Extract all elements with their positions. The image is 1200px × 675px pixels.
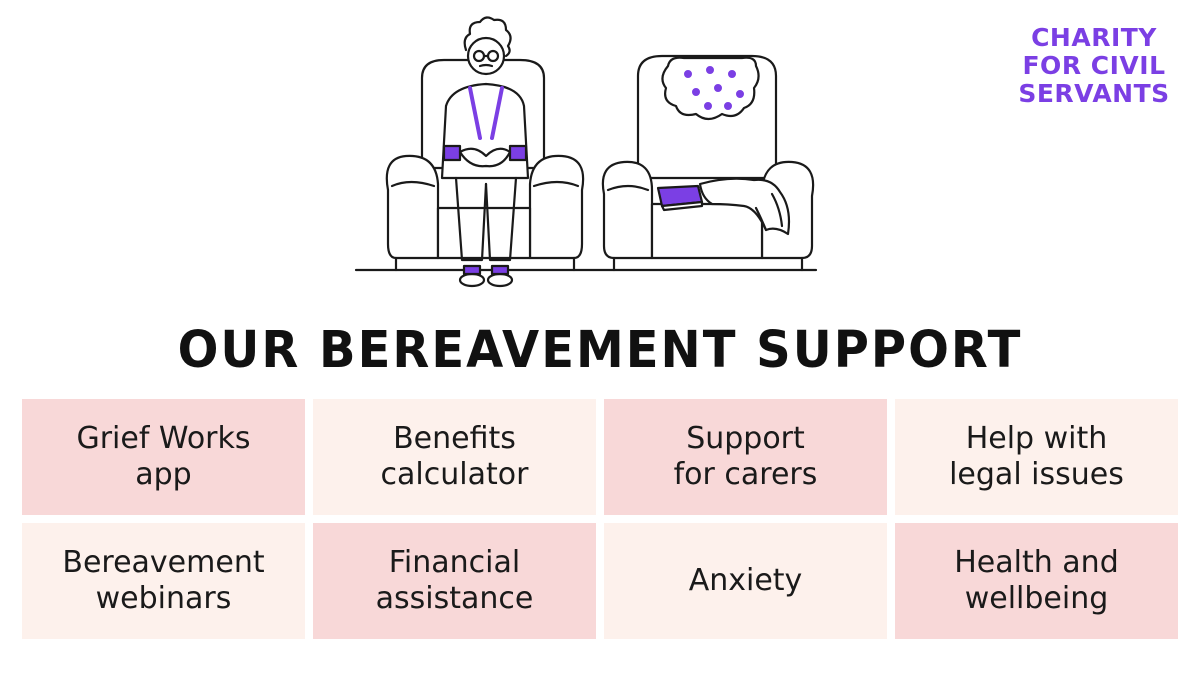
page-title: OUR BEREAVEMENT SUPPORT	[177, 320, 1023, 380]
tile-label-line: Support	[686, 421, 805, 456]
logo-line-3: SERVANTS	[1018, 79, 1170, 108]
tile-benefits-calculator[interactable]: Benefits calculator	[313, 399, 596, 515]
tile-grief-works-app[interactable]: Grief Works app	[22, 399, 305, 515]
tile-label-line: Bereavement	[62, 545, 265, 580]
tile-label-line: assistance	[375, 581, 534, 616]
tile-label-line: Health and	[954, 545, 1119, 580]
tile-label-line: Anxiety	[688, 563, 803, 598]
tile-label-line: wellbeing	[964, 581, 1109, 616]
tile-anxiety[interactable]: Anxiety	[604, 523, 887, 639]
tile-label-line: Grief Works	[76, 421, 251, 456]
tile-label-line: Financial	[388, 545, 521, 580]
tile-support-for-carers[interactable]: Support for carers	[604, 399, 887, 515]
tile-label-line: app	[135, 457, 192, 492]
elderly-person-in-armchair-illustration	[385, 16, 585, 288]
tile-health-and-wellbeing[interactable]: Health and wellbeing	[895, 523, 1178, 639]
tile-label-line: webinars	[95, 581, 232, 616]
tile-help-with-legal-issues[interactable]: Help with legal issues	[895, 399, 1178, 515]
tile-label-line: for carers	[673, 457, 818, 492]
logo-line-2: FOR CIVIL	[1022, 51, 1166, 80]
tile-financial-assistance[interactable]: Financial assistance	[313, 523, 596, 639]
armchairs-illustration	[354, 16, 818, 288]
empty-armchair-illustration	[601, 54, 815, 272]
tile-bereavement-webinars[interactable]: Bereavement webinars	[22, 523, 305, 639]
tile-label-line: Benefits	[393, 421, 516, 456]
logo-line-1: CHARITY	[1031, 23, 1157, 52]
charity-logo: CHARITY FOR CIVIL SERVANTS	[1014, 24, 1174, 108]
book-icon	[656, 184, 704, 212]
tile-label-line: Help with	[965, 421, 1108, 456]
support-options-grid: Grief Works app Benefits calculator Supp…	[22, 399, 1178, 639]
tile-label-line: legal issues	[949, 457, 1124, 492]
tile-label-line: calculator	[380, 457, 529, 492]
